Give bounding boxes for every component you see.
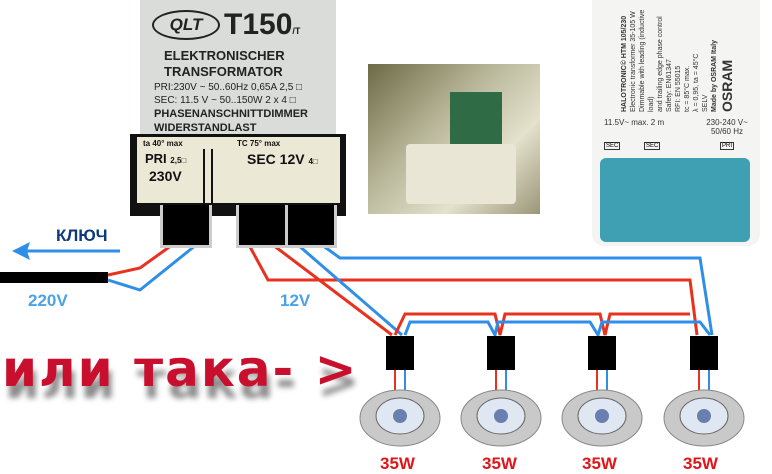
spec-line: tc = 85°C max. [684, 65, 691, 112]
lamps [359, 389, 745, 447]
secondary-terminal-block-2 [285, 205, 337, 248]
divider [203, 149, 205, 203]
mains-live-wire [107, 243, 173, 277]
model-name: T150/T [224, 8, 300, 42]
pri-spec: 230-240 V~ 50/60 Hz [706, 118, 748, 136]
lamp-wires [394, 370, 710, 392]
sec-live-wire-near [272, 243, 393, 337]
mains-neutral-wire [107, 243, 197, 292]
label-line: TRANSFORMATOR [164, 64, 283, 79]
pri-terminal-label: PRI [720, 142, 735, 150]
primary-voltage: 230V [149, 168, 182, 184]
connectors [386, 336, 718, 370]
chain-neutral-wire [403, 320, 712, 340]
osram-logo: OSRAM [719, 59, 735, 112]
label-line: ELEKTRONISCHER [164, 48, 285, 63]
sec-spec: 11.5V~ max. 2 m [604, 118, 665, 127]
input-voltage-label: 220V [28, 291, 68, 310]
qlt-logo: QLT [152, 10, 220, 40]
spec-line: RFI: EN 55015 [675, 65, 682, 112]
osram-transformer: HALOTRONIC© HTM 105/230 Electronic trans… [592, 0, 760, 246]
sec-text: SEC 12V [247, 151, 305, 167]
green-terminal-block [450, 92, 502, 150]
connector-4 [690, 336, 718, 370]
model-number: T150 [224, 8, 293, 41]
lamp-power-label: 35W [380, 454, 415, 473]
model-suffix: /T [292, 26, 301, 36]
sec-neutral-wire-near [297, 243, 403, 337]
secondary-label: SEC 12V 4□ [247, 151, 318, 167]
chain-live-wire [393, 312, 690, 336]
switch-label: КЛЮЧ [56, 226, 108, 245]
sec-live-wire-far [247, 244, 699, 336]
output-voltage-label: 12V [280, 291, 311, 310]
case-temp: TC 75° max [237, 139, 281, 148]
connector-3 [588, 336, 616, 370]
or-like-this-caption: или така- > [2, 340, 359, 398]
terminal-photo [368, 64, 540, 214]
pri-wire-size: 2,5□ [170, 156, 187, 165]
ambient-temp: ta 40° max [143, 139, 183, 148]
connector-1 [386, 336, 414, 370]
spec-line: Electronic transformer 35-105 W [630, 11, 637, 112]
primary-label: PRI 2,5□ [145, 151, 186, 166]
switch-arrow-head [12, 242, 30, 260]
terminal-plate: ta 40° max TC 75° max PRI 2,5□ 230V SEC … [137, 137, 340, 203]
spec-line: Safety: EN61347 [666, 59, 673, 112]
sec-terminal-label: SEC [604, 142, 621, 150]
connector-2 [487, 336, 515, 370]
halogen-lamp-icon [359, 389, 441, 447]
halogen-lamp-icon [460, 389, 542, 447]
primary-terminal-block [160, 205, 212, 248]
mains-cable [0, 272, 108, 283]
halogen-lamp-icon [663, 389, 745, 447]
sec-terminal-label: SEC [644, 142, 661, 150]
lamp-power-label: 35W [482, 454, 517, 473]
sec-wire-size: 4□ [308, 157, 318, 166]
label-line: WIDERSTANDLAST [154, 122, 257, 134]
spec-line: Dimmable with leading (inductive load) [639, 9, 655, 112]
cable-clamp [406, 144, 516, 204]
spec-line: and trailing edge phase control [657, 16, 664, 112]
sec-neutral-wire-far [321, 243, 714, 336]
secondary-terminal-block-1 [236, 205, 288, 248]
spec-line: λ = 0,95, ta = 45°C [693, 53, 700, 112]
transformer-cover [600, 158, 750, 242]
spec-line: SELV [702, 94, 709, 112]
spec-line: Made by OSRAM Italy [711, 40, 718, 112]
lamp-power-label: 35W [683, 454, 718, 473]
label-line: PHASENANSCHNITTDIMMER [154, 108, 308, 120]
spec-line: HALOTRONIC© HTM 105/230 [621, 15, 628, 112]
label-line: PRI:230V ~ 50..60Hz 0,65A 2,5 □ [154, 82, 303, 93]
halogen-lamp-icon [561, 389, 643, 447]
label-line: SEC: 11.5 V ~ 50..150W 2 x 4 □ [154, 95, 296, 106]
pri-text: PRI [145, 151, 167, 166]
divider [211, 149, 213, 203]
transformer-label: QLT T150/T ELEKTRONISCHER TRANSFORMATOR … [140, 0, 336, 136]
osram-specs: HALOTRONIC© HTM 105/230 Electronic trans… [620, 4, 735, 112]
lamp-power-label: 35W [582, 454, 617, 473]
